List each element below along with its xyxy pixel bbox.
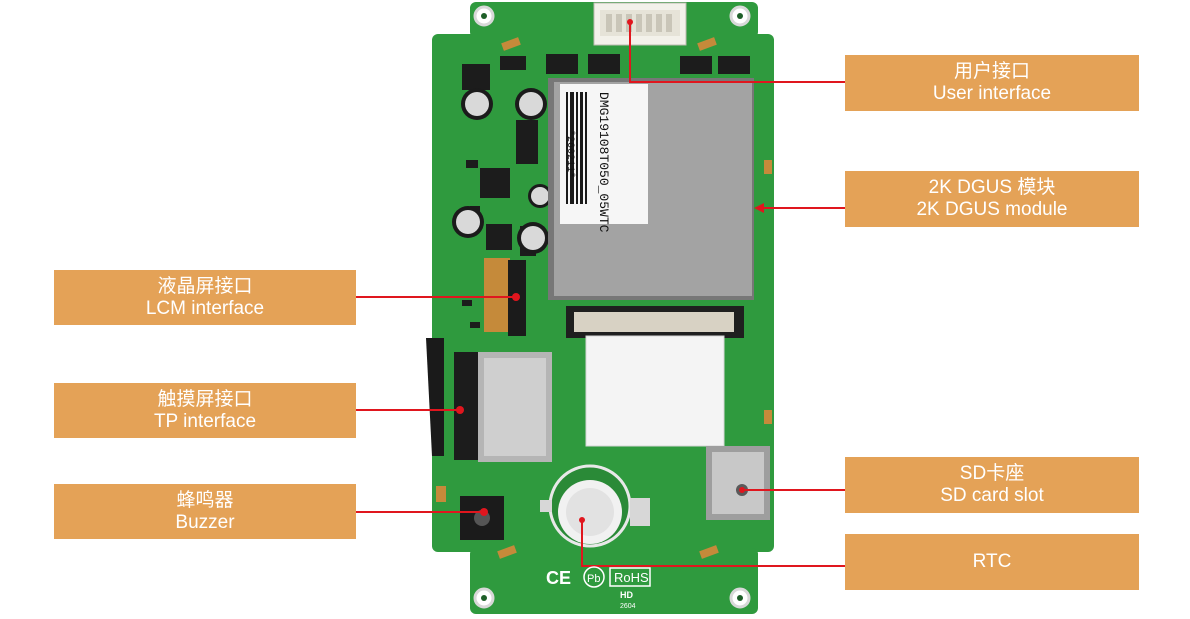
date-code: 2604 <box>620 603 636 610</box>
callout-tp-interface-en: TP interface <box>153 410 257 432</box>
tp-connector <box>426 338 552 462</box>
callout-dgus-module-zh: 2K DGUS 模块 <box>928 177 1056 198</box>
leader-lines <box>356 22 845 567</box>
callout-buzzer-zh: 蜂鸣器 <box>176 489 234 511</box>
rtc-battery <box>540 464 650 548</box>
leader-endpoints <box>456 19 764 523</box>
lcm-connector <box>484 258 744 338</box>
module-label-serial: *260211* <box>564 130 576 178</box>
callout-lcm-interface: 液晶屏接口 LCM interface <box>54 270 356 325</box>
callout-sd-slot: SD卡座 SD card slot <box>845 457 1139 513</box>
user-connector <box>593 2 687 46</box>
callout-sd-slot-zh: SD卡座 <box>959 463 1025 484</box>
ribbon-cable <box>585 335 725 447</box>
cert-marks: CE Pb RoHS HD 2604 <box>546 566 651 610</box>
callout-buzzer: 蜂鸣器 Buzzer <box>54 484 356 539</box>
sd-card-slot <box>706 446 770 520</box>
capacitors <box>452 88 552 254</box>
callout-lcm-interface-en: LCM interface <box>145 297 265 319</box>
callout-lcm-interface-zh: 液晶屏接口 <box>157 275 253 297</box>
callout-buzzer-en: Buzzer <box>175 511 235 533</box>
callout-rtc: RTC <box>845 534 1139 590</box>
rohs-mark: RoHS <box>614 570 649 585</box>
smd-components <box>462 54 750 328</box>
orange-pads <box>436 37 772 559</box>
buzzer <box>460 496 504 540</box>
dgus-module-shield <box>548 78 754 300</box>
callout-tp-interface-zh: 触摸屏接口 <box>157 388 253 410</box>
hd-mark: HD <box>620 590 633 600</box>
callout-dgus-module: 2K DGUS 模块 2K DGUS module <box>845 171 1139 227</box>
ce-mark: CE <box>546 568 571 588</box>
callout-tp-interface: 触摸屏接口 TP interface <box>54 383 356 438</box>
callout-user-interface: 用户接口 User interface <box>845 55 1139 111</box>
callout-rtc-en: RTC <box>972 551 1012 572</box>
module-label-code: DMG19108T050_05WTC <box>596 92 611 233</box>
board-text: DMG19108T050_05WTC *260211* <box>564 92 611 233</box>
callout-user-interface-zh: 用户接口 <box>953 61 1030 82</box>
callout-user-interface-en: User interface <box>932 83 1052 104</box>
pb-mark: Pb <box>587 573 600 585</box>
callout-dgus-module-en: 2K DGUS module <box>916 199 1068 220</box>
callout-sd-slot-en: SD card slot <box>940 485 1044 506</box>
